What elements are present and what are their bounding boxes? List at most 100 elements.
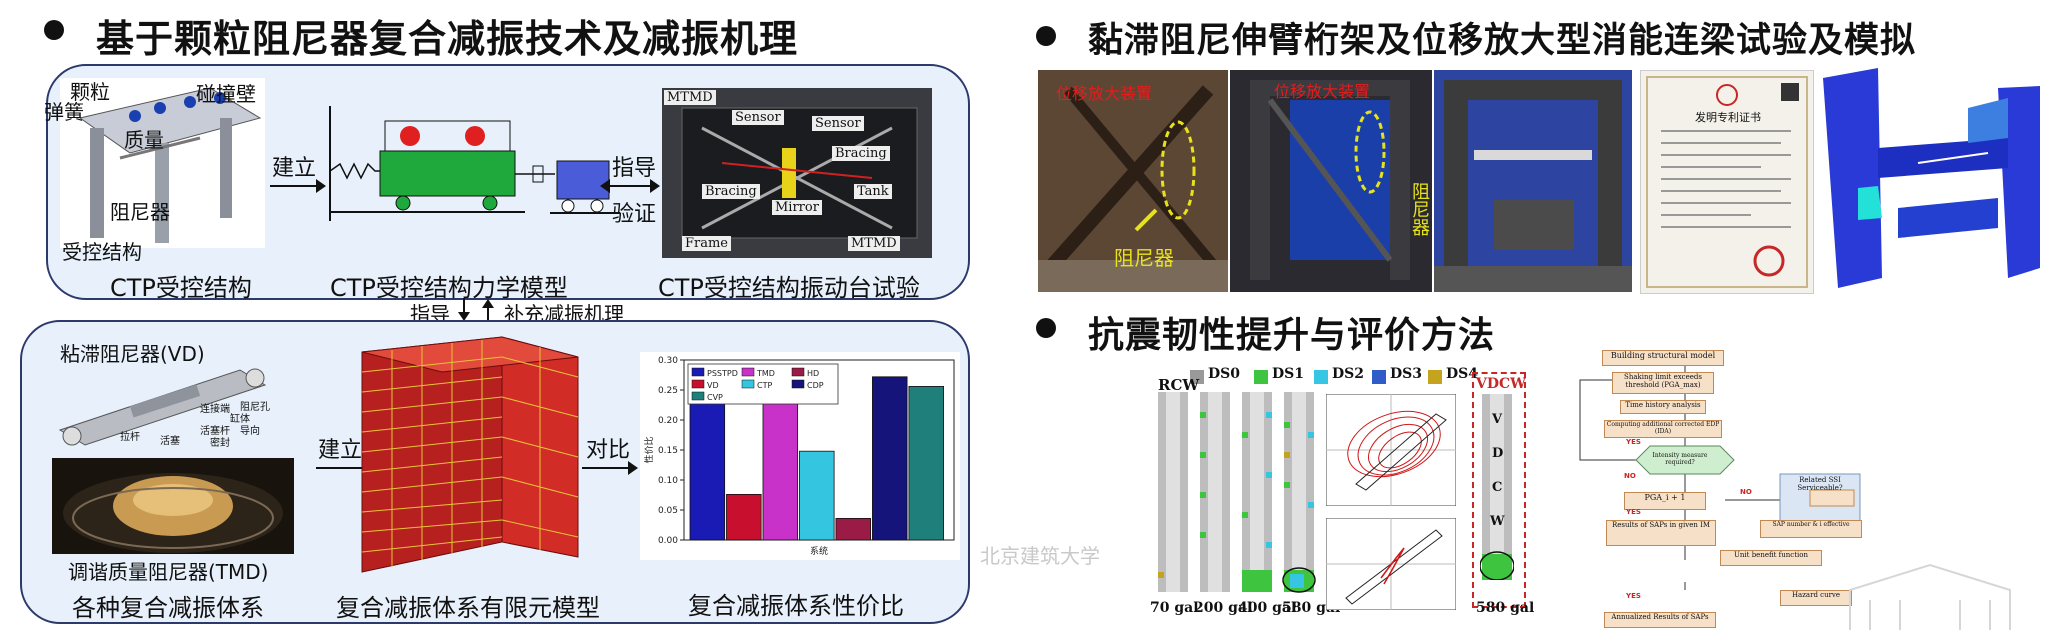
caption-composite-systems: 各种复合减振体系 <box>72 594 264 622</box>
arrow-label-compare: 对比 <box>586 438 631 463</box>
y-tick-label-4: 0.20 <box>658 416 678 426</box>
vdcw-box <box>1472 372 1526 608</box>
vdcw-letter-c: C <box>1492 480 1503 495</box>
legend-label-hd: HD <box>807 369 819 378</box>
vdcw-letter-w: W <box>1490 514 1505 529</box>
heading-particle-damper: 基于颗粒阻尼器复合减振技术及减振机理 <box>96 17 799 61</box>
label-damper-1: 阻尼器 <box>1114 246 1174 270</box>
heading-seismic-resilience: 抗震韧性提升与评价方法 <box>1088 315 1496 356</box>
vdcw-label: VDCW <box>1476 376 1526 392</box>
flow-box-11: Annualized Results of SAPs <box>1604 612 1716 628</box>
rcw-label: RCW <box>1158 376 1200 394</box>
shake-label-8: Frame <box>682 236 732 251</box>
flow-mark-4: NO <box>1740 488 1752 496</box>
vd-part-7: 导向 <box>240 426 260 437</box>
fe-simulation-contour <box>1818 68 2046 292</box>
flow-mark-1: YES <box>1626 438 1641 446</box>
flow-box-8: SAP number & i effective <box>1760 520 1862 538</box>
tmd-photo <box>52 458 294 554</box>
ds1-label: DS1 <box>1272 366 1304 382</box>
gal-400: 400 gal <box>1238 600 1297 616</box>
heading-viscous-damper: 黏滞阻尼伸臂桁架及位移放大型消能连梁试验及模拟 <box>1088 21 1917 61</box>
ds-legend: DS0 DS1 DS2 DS3 DS4 <box>1190 366 1478 388</box>
vd-part-8: 密封 <box>210 438 230 449</box>
arrow-double <box>600 179 660 193</box>
flow-box-5: PGA_i + 1 <box>1624 492 1706 510</box>
flow-box-7: Related SSI Serviceable? <box>1797 476 1843 492</box>
caption-shaking-table: CTP受控结构振动台试验 <box>658 274 920 302</box>
hysteresis-plot-2 <box>1326 518 1456 610</box>
bar-cdp <box>872 376 908 541</box>
shake-label-9: MTMD <box>848 236 900 251</box>
shake-label-3: Sensor <box>812 116 864 131</box>
ds0-label: DS0 <box>1208 366 1240 382</box>
legend-label-tmd: TMD <box>756 369 775 378</box>
between-arrow-down <box>458 298 470 321</box>
ds4-label: DS4 <box>1446 366 1478 382</box>
fe-model-building <box>352 332 588 582</box>
vdcw-letter-d: D <box>1492 446 1504 461</box>
bar-ctp <box>799 450 835 541</box>
bar-cvp <box>908 386 944 541</box>
y-tick-label-0: 0.00 <box>658 536 678 546</box>
label-collision-wall: 碰撞壁 <box>196 82 256 106</box>
flow-mark-3: YES <box>1626 508 1641 516</box>
y-axis-label: 性价比 <box>643 436 655 463</box>
vd-part-3: 活塞 <box>160 436 180 447</box>
y-tick-label-6: 0.30 <box>658 356 678 366</box>
ds1-swatch <box>1254 370 1268 384</box>
vd-part-1: 拉杆 <box>120 432 140 443</box>
arrow-label-guide: 指导 <box>612 156 657 181</box>
shake-label-6: Mirror <box>772 200 822 215</box>
campus-sketch <box>1849 563 2011 630</box>
legend-swatch-hd <box>791 367 805 377</box>
legend-label-cdp: CDP <box>807 381 824 390</box>
shake-label-1: MTMD <box>664 90 716 105</box>
viscous-damper-illustration: 拉杆 连接端 活塞 活塞杆 缸体 阻尼孔 导向 密封 <box>50 360 290 450</box>
caption-fe-model: 复合减振体系有限元模型 <box>336 594 600 622</box>
shake-label-4: Bracing <box>702 184 760 199</box>
ds4-swatch <box>1428 370 1442 384</box>
arrow-label-build-2: 建立 <box>318 438 363 463</box>
y-tick-label-1: 0.05 <box>658 506 678 516</box>
legend-label-ctp: CTP <box>757 381 772 390</box>
bullet-3 <box>1036 318 1056 338</box>
shaking-table-photo: MTMD Sensor Sensor Bracing Bracing Mirro… <box>662 88 932 258</box>
arrow-label-verify: 验证 <box>612 202 657 227</box>
y-tick-label-2: 0.10 <box>658 476 678 486</box>
flow-box-4: Computing additional corrected EDP (IDA) <box>1604 420 1722 438</box>
legend-label-vd: VD <box>707 381 719 390</box>
y-tick-label-5: 0.25 <box>658 386 678 396</box>
legend-swatch-tmd <box>741 367 755 377</box>
bar-vd <box>726 493 762 541</box>
vd-part-4: 活塞杆 <box>200 426 230 437</box>
vd-label: 粘滞阻尼器(VD) <box>60 342 205 366</box>
watermark: 北京建筑大学 <box>980 544 1100 568</box>
vdcw-letter-v: V <box>1492 412 1503 427</box>
legend-label-cvp: CVP <box>707 393 723 402</box>
vd-part-2: 连接端 <box>200 404 230 415</box>
patent-certificate: 发明专利证书 <box>1640 70 1814 294</box>
mechanics-model-diagram <box>325 96 655 246</box>
shake-label-7: Tank <box>854 184 892 199</box>
bar-psstpd <box>689 402 726 541</box>
tmd-label: 调谐质量阻尼器(TMD) <box>68 560 269 584</box>
ds3-swatch <box>1372 370 1386 384</box>
flow-box-9: Unit benefit function <box>1720 550 1822 566</box>
label-damper-2: 阻尼器 <box>1409 182 1430 236</box>
legend-swatch-cvp <box>691 391 705 401</box>
flow-mark-5: YES <box>1626 592 1641 600</box>
caption-ctp-structure: CTP受控结构 <box>110 274 252 302</box>
bullet-2 <box>1036 26 1056 46</box>
arrow-compare <box>582 461 638 475</box>
between-arrow-up <box>482 299 494 322</box>
legend-label-psstpd: PSSTPD <box>707 369 738 378</box>
bar-hd <box>835 517 872 541</box>
legend-swatch-vd <box>691 379 705 389</box>
gal-200: 200 gal <box>1194 600 1253 616</box>
legend-swatch-ctp <box>741 379 755 389</box>
flow-box-1: Building structural model <box>1602 350 1724 366</box>
flow-box-2: Shaking limit exceeds threshold (PGA_max… <box>1612 372 1714 394</box>
label-damper: 阻尼器 <box>110 200 170 224</box>
